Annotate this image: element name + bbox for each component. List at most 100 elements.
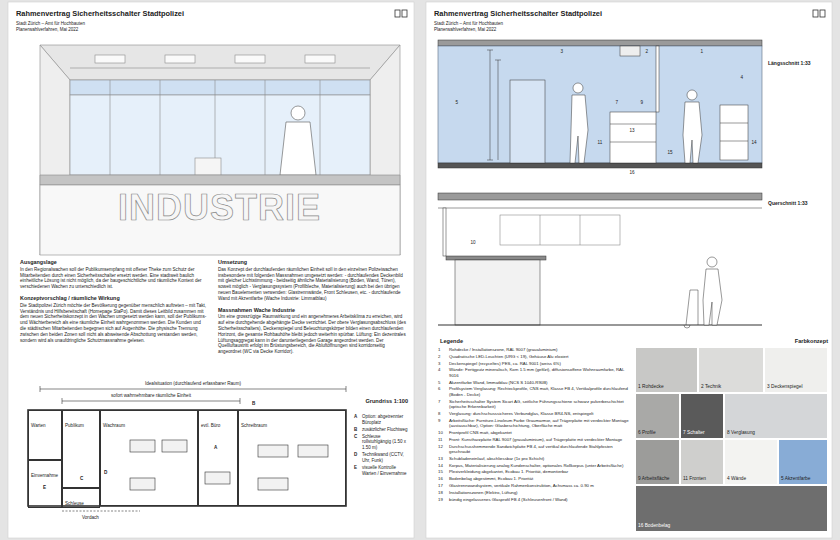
list-text: Quadratische LED-Leuchten (URG < 19), Ge…: [449, 354, 630, 359]
list-row: Bzusätzlicher Fluchtweg: [354, 427, 410, 433]
list-key: A: [354, 414, 362, 420]
room-name: evtl. Büro: [201, 423, 220, 429]
list-key: 4: [438, 367, 449, 372]
plan-title: Grundriss 1:100: [300, 398, 408, 405]
section-title: Längsschnitt 1:33: [768, 60, 811, 66]
callout-number: 10: [470, 240, 476, 246]
page-subtitle: Stadt Zürich – Amt für Hochbauten: [16, 21, 386, 27]
color-swatch: 9 Arbeitsfläche: [635, 439, 680, 485]
swatch-label: 3 Deckenspiegel: [767, 384, 802, 390]
room-name: Schreibraum: [241, 423, 267, 429]
list-heading: Farbkonzept: [700, 338, 828, 345]
list-row: 16Bodenbelag abgestimmt, Ecobau 1. Prior…: [438, 476, 630, 481]
list-text: Profilsystem Verglasung: Rechteckprofile…: [449, 386, 630, 397]
swatch-label: 5 Akzentfarbe: [781, 476, 810, 482]
section-heading: Umsetzung: [218, 259, 406, 266]
list-row: 17Glastrennwandsystem, vertikale Rahmenk…: [438, 483, 630, 488]
list-row: 2Quadratische LED-Leuchten (URG < 19), G…: [438, 354, 630, 359]
numbered-legend: 1Rohdecke / Installationszone, RAL 9007 …: [438, 347, 630, 504]
color-swatch: 11 Fronten: [680, 439, 724, 485]
list-row: 1Rohdecke / Installationszone, RAL 9007 …: [438, 347, 630, 352]
list-key: 5: [438, 380, 449, 385]
list-text: Installationszonen (Elektro, Lüftung): [449, 490, 630, 495]
callout-number: 1: [700, 49, 704, 55]
page-title: Rahmenvertrag Sicherheitsschalter Stadtp…: [434, 9, 804, 18]
list-text: Schleuse rollstuhlgängig (1.50 x 1.50 m): [362, 434, 410, 451]
list-key: 13: [438, 456, 449, 461]
section-heading: Ausgangslage: [20, 259, 208, 266]
color-swatch: 6 Profile: [635, 393, 680, 439]
list-text: Verglasung: durchschusssicheres Verbundg…: [449, 411, 630, 416]
color-swatch: 2 Technik: [698, 347, 764, 393]
list-key: 16: [438, 476, 449, 481]
plan-note: Vordach: [82, 515, 99, 521]
list-key: 17: [438, 483, 449, 488]
callout-number: 2: [645, 49, 649, 55]
list-row: 12Durchschusshemmende Sandwichplatte FB …: [438, 444, 630, 455]
callout-number: 16: [629, 170, 635, 176]
list-row: 18Installationszonen (Elektro, Lüftung): [438, 490, 630, 495]
list-heading: Legende: [440, 338, 463, 345]
color-swatch: 1 Rohdecke: [635, 347, 698, 393]
list-text: Korpus, Materialisierung analog Kundensc…: [449, 463, 630, 468]
plan-room: Warten: [28, 410, 62, 460]
swatch-label: 2 Technik: [701, 384, 721, 390]
list-key: 10: [438, 430, 449, 435]
swatch-label: 9 Arbeitsfläche: [638, 476, 669, 482]
callout-number: 11: [597, 140, 603, 146]
plan-legend: AOption: abgetrennter BüroplatzBzusätzli…: [354, 414, 410, 478]
list-text: Sicherheitsschalter System Sicart AG, se…: [449, 399, 630, 410]
room-name: Publikum: [65, 423, 84, 429]
list-key: 6: [438, 386, 449, 391]
list-row: 14Korpus, Materialisierung analog Kunden…: [438, 463, 630, 468]
list-text: Arbeitsfläche: Furniture-Linoleum Farbe …: [449, 418, 630, 429]
page-title: Rahmenvertrag Sicherheitsschalter Stadtp…: [16, 9, 386, 18]
list-text: Durchschusshemmende Sandwichplatte FB 4,…: [449, 444, 630, 455]
callout-number: 15: [667, 150, 673, 156]
list-row: 19bündig eingelassenes Glasprofil FB 4 (…: [438, 497, 630, 502]
color-swatch: 7 Schalter: [680, 393, 724, 439]
room-name: Schleuse: [65, 501, 84, 507]
body-paragraph: Das Konzept der durchlaufenden räumliche…: [218, 267, 406, 302]
callout-number: 7: [615, 100, 619, 106]
color-swatch: 4 Wände: [724, 439, 778, 485]
list-row: 11Front: Kunstharzplatte RAL 9007 (graua…: [438, 437, 630, 442]
plan-letter: E: [43, 485, 46, 491]
list-row: 5Akzentfarbe Wand, limmatblau (NCS S 104…: [438, 380, 630, 385]
list-key: 8: [438, 411, 449, 416]
list-row: 15Plexiverkleidung abgekantet, Ecobau 1.…: [438, 469, 630, 474]
plan-letter: D: [104, 470, 107, 476]
list-key: 2: [438, 354, 449, 359]
plan-room: Einvernahme: [28, 460, 62, 508]
list-row: 7Sicherheitsschalter System Sicart AG, s…: [438, 399, 630, 410]
list-text: Glastrennwandsystem, vertikale Rahmenkon…: [449, 483, 630, 488]
callout-number: 3: [560, 49, 564, 55]
room-name: Wachraum: [103, 423, 125, 429]
room-name: Warten: [31, 423, 46, 429]
swatch-label: 11 Fronten: [683, 476, 706, 482]
swatch-label: 7 Schalter: [683, 430, 705, 436]
list-text: Technikwand (CCTV, Uhr, Funk): [362, 452, 410, 463]
callout-number: 9: [640, 100, 644, 106]
list-text: Wände: Fertigputz mineralisch, Korn 1.5 …: [449, 367, 630, 378]
page-subtitle: Stadt Zürich – Amt für Hochbauten: [434, 21, 804, 27]
plan-room: Schleuse: [62, 488, 100, 508]
list-key: 19: [438, 497, 449, 502]
list-row: 8Verglasung: durchschusssicheres Verbund…: [438, 411, 630, 416]
list-key: E: [354, 465, 362, 471]
swatch-label: 4 Wände: [727, 476, 746, 482]
industrie-lettering: INDUSTRIE: [118, 190, 321, 226]
callout-number: 13: [629, 128, 635, 134]
list-text: Bodenbelag abgestimmt, Ecobau 1. Priorit…: [449, 476, 630, 481]
swatch-label: 6 Profile: [638, 430, 656, 436]
section-heading: Massnahmen Wache Industrie: [218, 307, 406, 314]
plan-letter: A: [214, 445, 217, 451]
list-key: C: [354, 434, 362, 440]
list-row: 6Profilsystem Verglasung: Rechteckprofil…: [438, 386, 630, 397]
callout-number: 14: [751, 140, 757, 146]
page-subtitle: Planerwahlverfahren, Mai 2022: [16, 27, 386, 33]
list-key: 11: [438, 437, 449, 442]
dimension-text: Idealsituation (durchlaufend erfassbarer…: [40, 381, 346, 387]
list-text: Rohdecke / Installationszone, RAL 9007 (…: [449, 347, 630, 352]
list-text: Plexiverkleidung abgekantet, Ecobau 1. P…: [449, 469, 630, 474]
